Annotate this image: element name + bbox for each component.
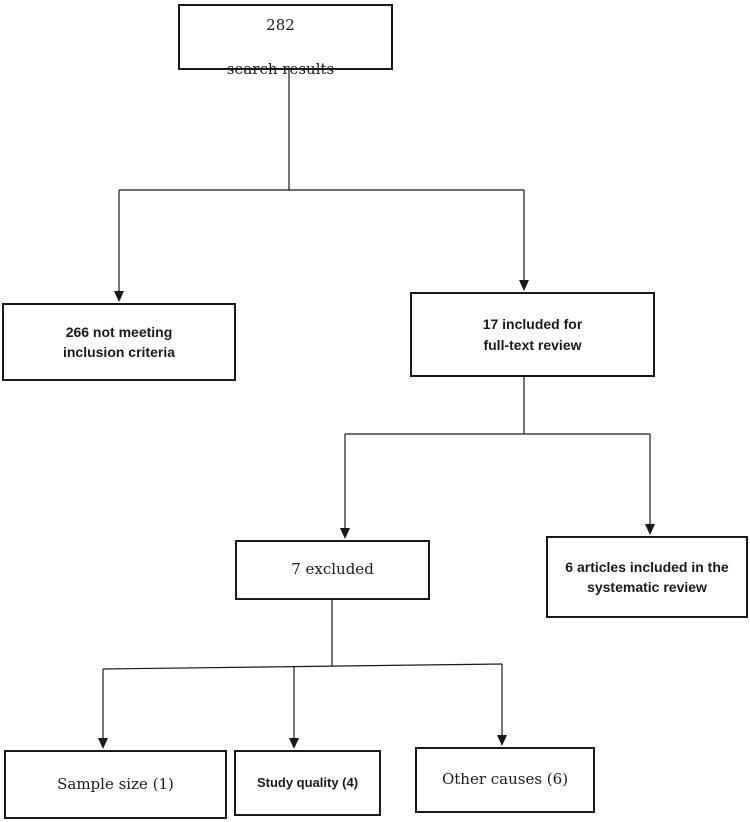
- arrowhead-included: [645, 524, 655, 535]
- search-results-label: search results: [226, 59, 335, 78]
- other-causes-box: Other causes (6): [415, 747, 595, 813]
- sample-size-box: Sample size (1): [4, 750, 227, 819]
- search-results-box: 282 search results: [178, 4, 393, 78]
- fulltext-review-box: 17 included for full-text review: [410, 292, 655, 377]
- search-results-count: 282: [266, 16, 295, 35]
- excluded-box: 7 excluded: [235, 540, 430, 600]
- fulltext-review-text: 17 included for full-text review: [482, 316, 583, 353]
- excluded-text: 7 excluded: [291, 560, 374, 579]
- arrowhead-not-meeting: [114, 291, 124, 302]
- arrowhead-quality: [289, 738, 299, 749]
- included-review-text: 6 articles included in the systematic re…: [565, 558, 729, 595]
- not-meeting-criteria-text: 266 not meeting inclusion criteria: [62, 323, 176, 360]
- study-quality-box: Study quality (4): [234, 750, 381, 816]
- arrowhead-other: [497, 735, 507, 746]
- not-meeting-criteria-box: 266 not meeting inclusion criteria: [2, 303, 236, 381]
- other-causes-text: Other causes (6): [441, 770, 569, 789]
- sample-size-text: Sample size (1): [57, 774, 174, 793]
- arrowhead-excluded: [340, 528, 350, 539]
- arrowhead-sample: [98, 738, 108, 749]
- study-quality-text: Study quality (4): [256, 774, 359, 790]
- included-review-box: 6 articles included in the systematic re…: [546, 536, 748, 618]
- connector-split-3: [102, 663, 503, 670]
- arrowhead-fulltext: [519, 280, 529, 291]
